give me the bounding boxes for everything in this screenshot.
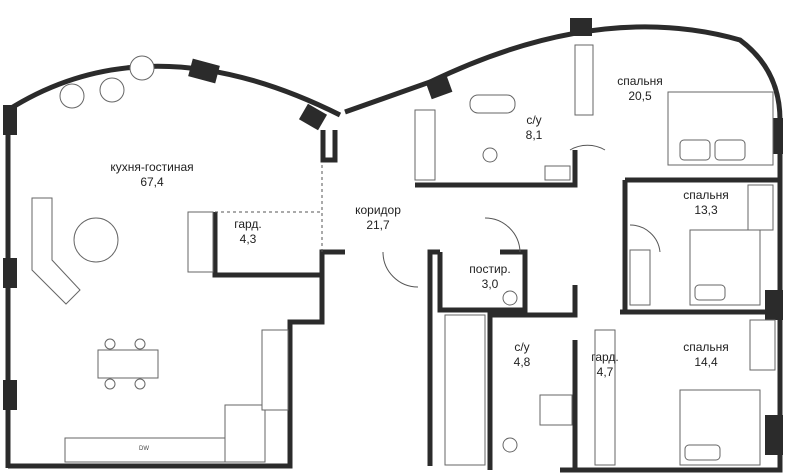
room-bathroom-1: с/у 8,1 [526,113,543,143]
room-bedroom-3: спальня 14,4 [683,340,729,370]
room-area: 4,8 [513,355,531,369]
room-area: 14,4 [694,355,718,369]
room-name: с/у [526,113,542,127]
dishwasher-label: DW [139,446,149,452]
room-bedroom-2: спальня 13,3 [683,188,729,218]
room-area: 4,7 [596,365,614,379]
room-bathroom-2: с/у 4,8 [514,340,531,370]
room-wardrobe-1: гард. 4,3 [234,217,262,247]
room-name: спальня [617,74,663,88]
room-name: с/у [514,340,530,354]
room-area: 13,3 [694,203,718,217]
wall-bath-big [415,150,578,188]
room-area: 67,4 [140,175,164,189]
room-living-kitchen: кухня-гостиная 67,4 [110,160,193,190]
outer-wall-bedrooms [344,24,783,473]
room-name: постир. [469,262,511,276]
room-bedroom-1: спальня 20,5 [617,74,663,104]
bottom-wall-center [427,249,440,466]
room-name: коридор [355,203,401,217]
wall-bath-small [487,285,578,470]
wall-column [320,130,338,163]
room-name: спальня [683,340,729,354]
wall-wardrobe1 [212,212,322,278]
room-name: гард. [234,217,262,231]
room-name: спальня [683,188,729,202]
room-area: 21,7 [366,218,390,232]
room-wardrobe-2: гард. 4,7 [591,350,619,380]
room-area: 8,1 [525,128,543,142]
bottom-wall-left [8,249,345,469]
room-name: гард. [591,350,619,364]
room-area: 20,5 [628,89,652,103]
room-area: 4,3 [239,232,257,246]
room-corridor: коридор 21,7 [355,203,401,233]
wall-laundry [437,249,528,313]
room-area: 3,0 [481,277,499,291]
room-name: кухня-гостиная [110,160,194,174]
room-laundry: постир. 3,0 [469,262,510,292]
